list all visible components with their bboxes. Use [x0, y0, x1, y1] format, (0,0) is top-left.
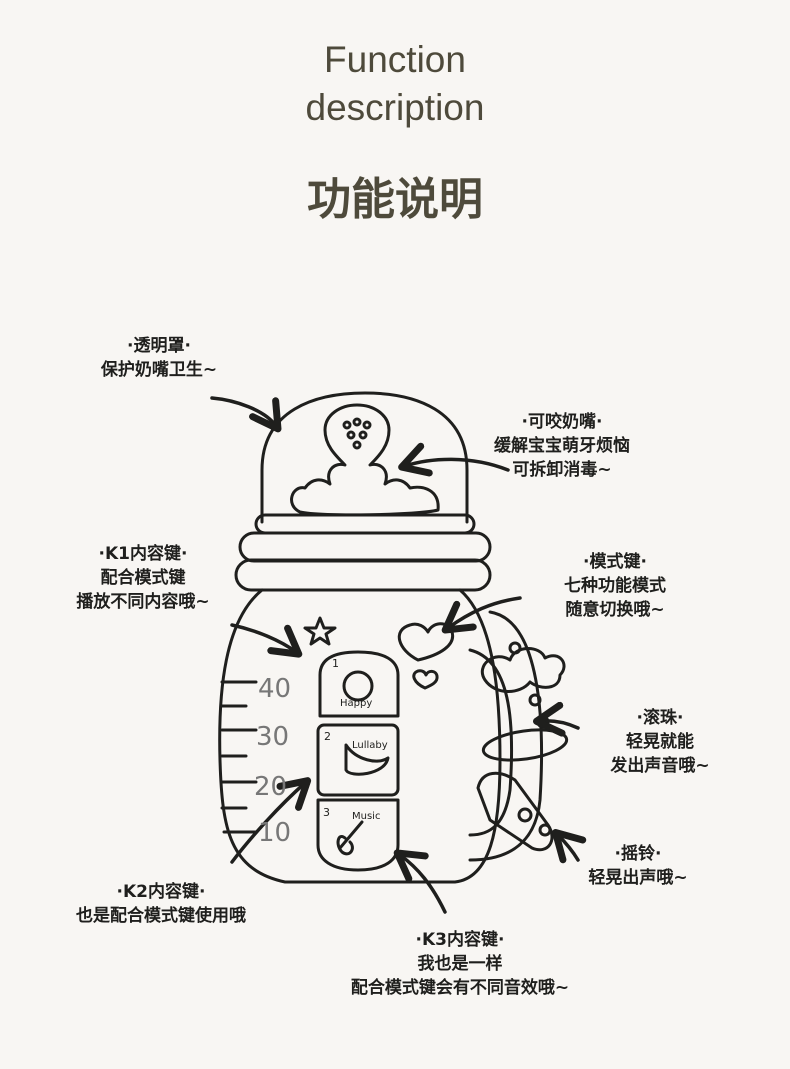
bead: [508, 641, 522, 655]
k1-key-panel: [318, 650, 400, 718]
k3-number: 3: [323, 806, 330, 819]
cloud-decoration: [481, 647, 566, 693]
guitar-icon: [336, 820, 364, 856]
annotation-bell: ·摇铃· 轻晃出声哦~: [588, 844, 688, 888]
annotation-k2: ·K2内容键· 也是配合模式键使用哦: [76, 882, 246, 926]
rattle-bell: [476, 771, 554, 852]
annotation-cover: ·透明罩· 保护奶嘴卫生~: [100, 336, 218, 380]
arrow-bell: [552, 829, 587, 864]
arrow-k1: [230, 623, 303, 658]
scale-mark-10: 10: [258, 818, 292, 848]
k2-number: 2: [324, 730, 331, 743]
small-heart: [412, 669, 439, 690]
page-title-chinese: 功能说明: [307, 174, 483, 225]
annotation-mode: ·模式键· 七种功能模式 随意切换哦~: [564, 552, 666, 620]
measurement-scale: [220, 680, 258, 834]
arrow-nipple: [398, 442, 510, 477]
star-icon: [303, 616, 337, 646]
scale-mark-40: 40: [258, 674, 292, 704]
k2-key-panel: [316, 723, 400, 797]
arrow-k2: [230, 777, 312, 864]
page-title-english-line1: Function: [324, 39, 466, 80]
arrow-k3: [393, 849, 447, 914]
page-title-english-line2: description: [305, 87, 485, 128]
scale-mark-20: 20: [254, 772, 288, 802]
arrow-mode: [441, 596, 522, 634]
mode-key-heart: [397, 622, 455, 662]
scale-mark-30: 30: [256, 722, 290, 752]
bead: [517, 807, 533, 823]
sleeping-baby-icon: [344, 743, 390, 776]
handle: [468, 610, 544, 862]
happy-face-icon: [342, 670, 374, 702]
bottle-body: [218, 588, 502, 884]
collar-ring-middle: [238, 531, 492, 563]
handle-inner: [468, 648, 514, 837]
annotation-k3: ·K3内容键· 我也是一样 配合模式键会有不同音效哦~: [350, 930, 570, 998]
annotation-nipple: ·可咬奶嘴· 缓解宝宝萌牙烦恼 可拆卸消毒~: [494, 412, 630, 480]
arrow-bead: [533, 701, 580, 737]
bead: [528, 693, 542, 707]
k2-label: Lullaby: [352, 740, 388, 751]
annotation-bead: ·滚珠· 轻晃就能 发出声音哦~: [610, 708, 710, 776]
arrow-cover: [210, 396, 282, 433]
annotation-k1: ·K1内容键· 配合模式键 播放不同内容哦~: [76, 544, 210, 612]
k1-number: 1: [332, 657, 339, 670]
k1-label: Happy: [340, 698, 373, 709]
nipple-icon: [290, 403, 440, 517]
k3-label: Music: [352, 811, 381, 822]
rolling-ring: [481, 728, 569, 762]
collar-ring-bottom: [234, 558, 492, 592]
collar-ring-top: [254, 513, 476, 535]
